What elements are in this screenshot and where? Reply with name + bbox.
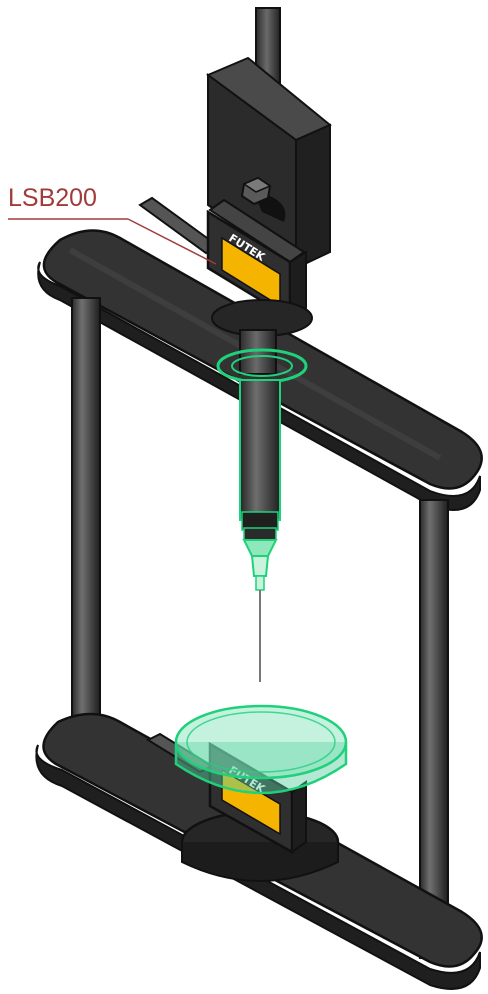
right-support-post [420, 500, 448, 958]
left-support-post [72, 298, 100, 760]
callout-label: LSB200 [8, 184, 97, 212]
syringe-icon [240, 380, 280, 682]
petri-dish-icon [176, 706, 346, 793]
